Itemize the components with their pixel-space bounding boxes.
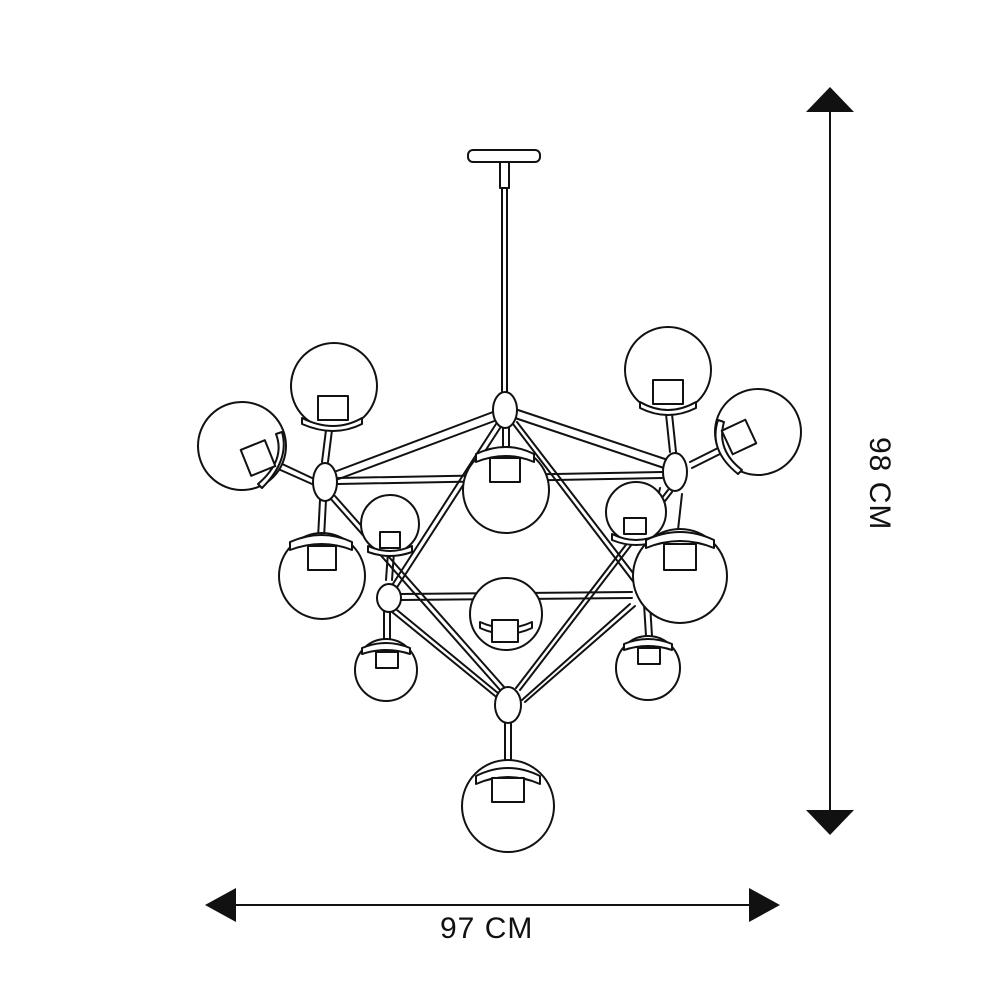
height-dimension-arrow	[806, 87, 854, 835]
connector-nodes	[312, 391, 688, 724]
suspension-rod	[501, 187, 508, 393]
height-dimension-label: 98 CM	[863, 437, 896, 531]
globe-center-mid	[469, 577, 543, 651]
globe-upper-right-top	[624, 326, 712, 416]
globe-left-mid	[278, 532, 366, 620]
width-dimension-arrow	[205, 888, 780, 922]
globe-upper-left-top	[290, 342, 378, 432]
globe-center-top	[462, 446, 550, 534]
globe-lower-right	[615, 635, 681, 701]
globe-bottom	[461, 759, 555, 853]
ceiling-canopy	[467, 149, 541, 189]
globe-right-mid	[632, 528, 728, 624]
globe-upper-left-side	[197, 401, 287, 491]
width-dimension-label: 97 CM	[440, 912, 534, 945]
globe-lower-left	[354, 638, 418, 702]
globe-inner-right	[605, 481, 667, 546]
globe-upper-right-side	[714, 388, 802, 476]
globe-inner-left	[360, 494, 420, 557]
